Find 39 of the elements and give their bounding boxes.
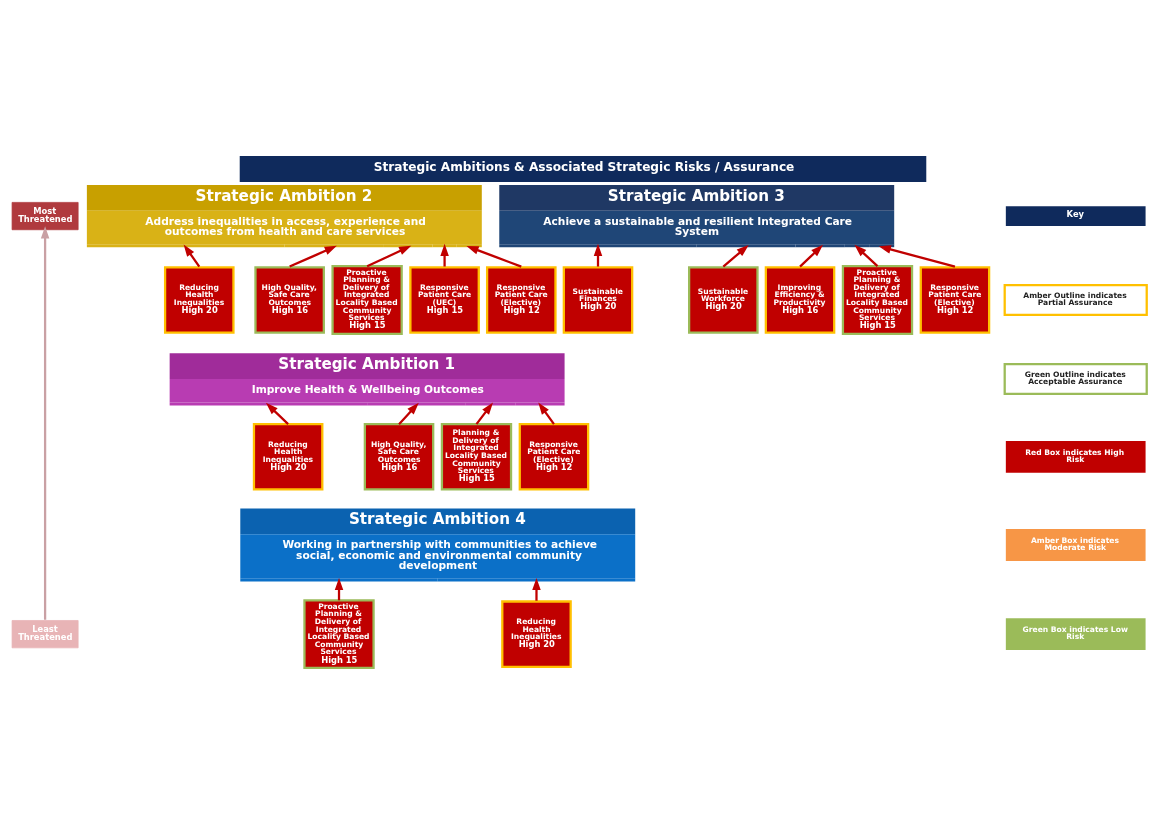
legend-label: Amber Outline indicates Partial Assurance (1023, 290, 1127, 308)
label: Key (1066, 209, 1085, 220)
legend-label: Green Box indicates Low Risk (1022, 624, 1128, 642)
node-box: Sustainable Finances High 20 (562, 266, 634, 334)
arrow (878, 245, 956, 268)
arrow (440, 243, 449, 267)
arrow (183, 244, 201, 268)
arrow (398, 402, 419, 425)
arrow (532, 577, 541, 601)
arrow (854, 244, 879, 268)
arrow (40, 226, 50, 620)
node-box: Reducing Health Inequalities High 20 (501, 600, 572, 668)
node-box: Responsive Patient Care (UEC) High 15 (409, 266, 480, 334)
arrow (466, 246, 522, 268)
node-box: Reducing Health Inequalities High 20 (163, 266, 235, 334)
arrow (366, 245, 412, 268)
node-box: Responsive Patient Care (Elective) High 12 (518, 423, 590, 491)
node-box: Sustainable Workforce High 20 (688, 266, 759, 334)
node-box: Least Threatened (11, 620, 79, 649)
legend-label: Amber Box indicates Moderate Risk (1030, 535, 1120, 553)
arrow (289, 245, 337, 268)
node-box: Proactive Planning & Delivery of Integrated Locality Based Community Services High 15 (331, 265, 403, 335)
node-box: High Quality, Safe Care Outcomes High 16 (254, 266, 325, 334)
diagram-title: Strategic Ambitions & Associated Strategic Risks / Assurance (373, 160, 795, 175)
node-box: Improving Efficiency & Productivity High 16 (764, 266, 836, 334)
arrow (722, 244, 749, 268)
node-box: Proactive Planning & Delivery of Integrated Locality Based Community Services High 15 (303, 599, 375, 670)
node-box: Planning & Delivery of Integrated Locality Based Community Services High 15 (440, 423, 513, 491)
node-box: Responsive Patient Care (Elective) High 12 (919, 266, 991, 334)
legend-label: Green Outline indicates Acceptable Assurance (1024, 369, 1126, 387)
node-box: Proactive Planning & Delivery of Integrated Locality Based Community Services High 15 (841, 265, 914, 335)
arrow (799, 244, 824, 268)
node-box: Most Threatened (11, 202, 79, 231)
node-box: Responsive Patient Care (Elective) High 12 (486, 266, 557, 334)
arrow (265, 402, 289, 425)
legend-label: Red Box indicates High Risk (1025, 447, 1125, 465)
node-box: Reducing Health Inequalities High 20 (252, 423, 324, 491)
node-box: High Quality, Safe Care Outcomes High 16 (363, 423, 435, 491)
arrow (538, 402, 555, 425)
